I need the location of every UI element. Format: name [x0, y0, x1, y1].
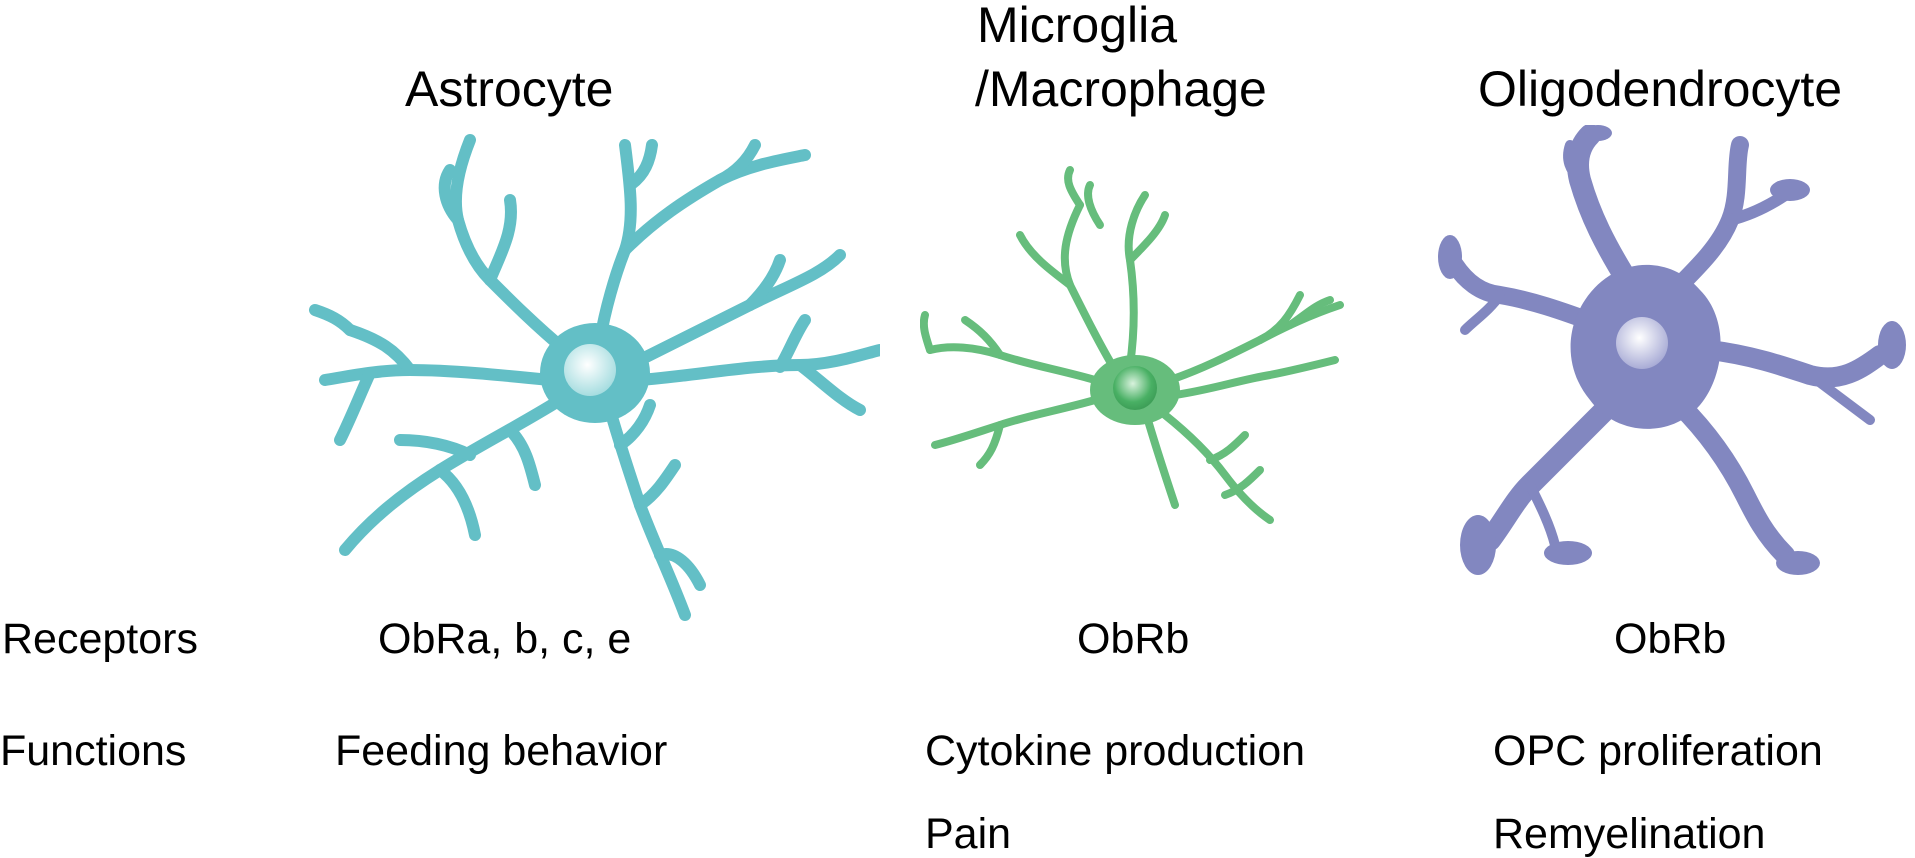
- astrocyte-function-1: Feeding behavior: [335, 727, 668, 775]
- microglia-function-2: Pain: [925, 810, 1012, 858]
- oligodendrocyte-endfeet: [1438, 125, 1906, 575]
- astrocyte-nucleus: [564, 344, 616, 396]
- astrocyte-processes: [309, 134, 880, 621]
- oligodendrocyte-processes: [1446, 125, 1890, 565]
- microglia-nucleus: [1113, 366, 1157, 410]
- microglia-title-line1: Microglia: [977, 0, 1178, 53]
- microglia-function-1: Cytokine production: [925, 727, 1306, 775]
- oligodendrocyte-function-1: OPC proliferation: [1493, 727, 1823, 775]
- functions-row-label: Functions: [0, 727, 187, 775]
- astrocyte-title: Astrocyte: [405, 61, 614, 117]
- astrocyte-receptors: ObRa, b, c, e: [378, 615, 632, 663]
- oligodendrocyte-nucleus: [1616, 317, 1668, 369]
- oligodendrocyte-receptors: ObRb: [1614, 615, 1727, 663]
- microglia-illustration: [920, 165, 1350, 535]
- microglia-title-line2: /Macrophage: [975, 61, 1267, 117]
- astrocyte-illustration: [300, 125, 880, 625]
- oligodendrocyte-illustration: [1430, 125, 1915, 600]
- receptors-row-label: Receptors: [2, 615, 198, 663]
- oligodendrocyte-function-2: Remyelination: [1493, 810, 1766, 858]
- oligodendrocyte-title: Oligodendrocyte: [1478, 61, 1843, 117]
- microglia-processes: [920, 166, 1344, 524]
- microglia-receptors: ObRb: [1077, 615, 1190, 663]
